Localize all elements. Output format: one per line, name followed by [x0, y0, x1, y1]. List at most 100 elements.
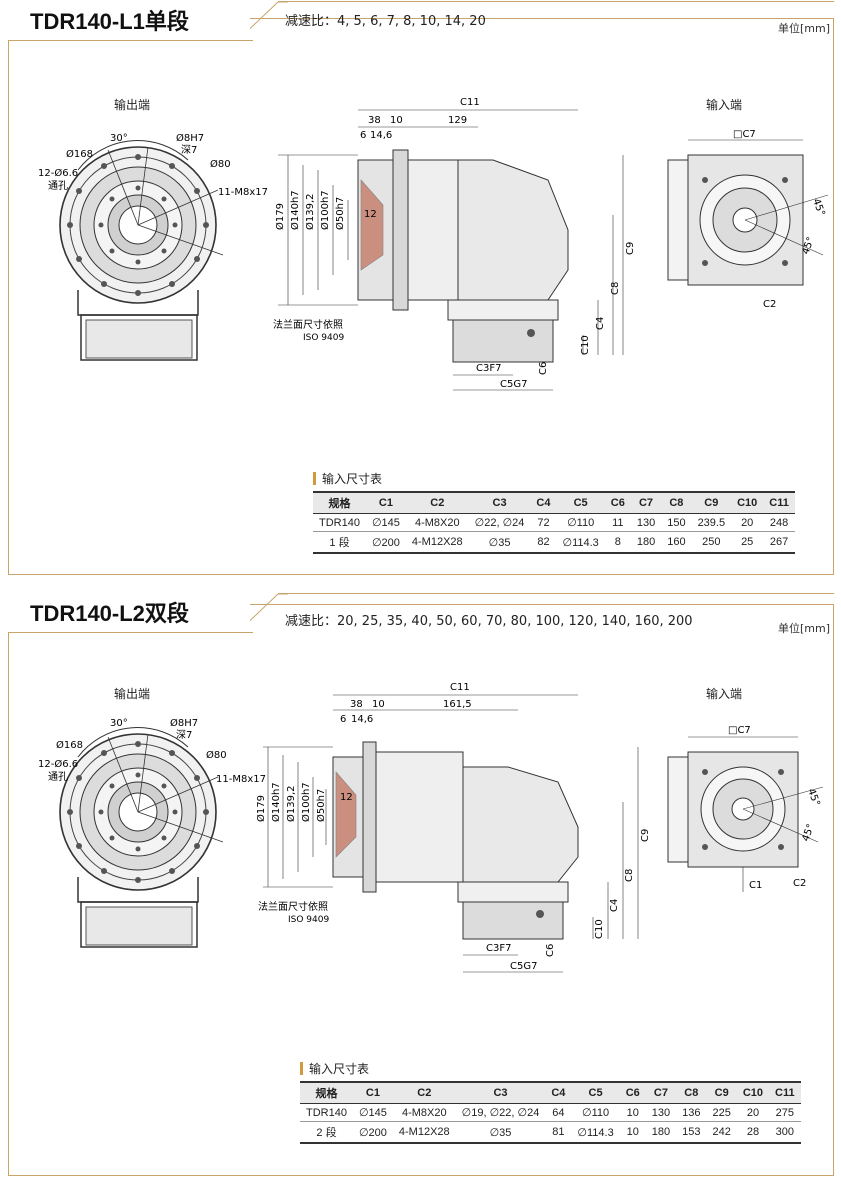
table-header-cell: C11: [769, 1081, 801, 1104]
table-header-cell: C10: [736, 1081, 770, 1104]
dim-d100: Ø100h7: [319, 190, 331, 230]
dim-depth: 深7: [181, 144, 197, 156]
dim-6: 6: [360, 130, 366, 141]
input-end-view: □C7 45° 45° C2: [667, 129, 829, 310]
table-header-cell: C1: [352, 1081, 393, 1104]
table-cell: 11: [604, 513, 631, 532]
iso-note: ISO 9409: [303, 333, 344, 343]
dim-146: 14,6: [370, 130, 392, 141]
caption-bar: [313, 472, 316, 485]
table-cell: ∅110: [571, 1103, 620, 1122]
table-cell: 267: [763, 531, 795, 554]
dim-c7: □C7: [733, 129, 756, 140]
title-tab-line: [8, 0, 253, 41]
table-cell: 82: [530, 531, 557, 554]
dim-d140: Ø140h7: [289, 190, 301, 230]
table-header-cell: C9: [691, 491, 732, 514]
dim-c2: C2: [793, 878, 806, 889]
side-section-view: C11 38 10 161,5 6 14,6 Ø179 Ø140h7 Ø139,…: [255, 682, 651, 973]
dim-tap: 11-M8x17: [216, 774, 266, 785]
table-cell: 130: [630, 513, 662, 532]
table-cell: TDR140: [313, 513, 366, 532]
dim-146: 14,6: [351, 714, 373, 725]
table-header-cell: C6: [604, 491, 631, 514]
input-end-label: 输入端: [706, 687, 743, 701]
dim-10: 10: [372, 699, 385, 710]
table-cell: TDR140: [300, 1103, 353, 1122]
dim-38: 38: [350, 699, 363, 710]
dim-c10: C10: [594, 919, 605, 939]
table-header-cell: C8: [661, 491, 692, 514]
table-cell: 72: [530, 513, 557, 532]
flange-note: 法兰面尺寸依照: [273, 318, 343, 331]
table-header-cell: C2: [392, 1081, 456, 1104]
dim-d179: Ø179: [255, 795, 267, 822]
dim-45a: 45°: [810, 197, 826, 217]
table-cell: ∅200: [352, 1121, 393, 1144]
input-end-label: 输入端: [706, 98, 743, 112]
unit-label: 单位[mm]: [778, 22, 831, 35]
dim-1615: 161,5: [443, 699, 472, 710]
dim-c5: C5G7: [500, 379, 527, 390]
table-cell: 153: [676, 1121, 707, 1144]
table-cell: 150: [661, 513, 692, 532]
dim-through: 通孔: [48, 771, 68, 783]
table-cell: 248: [763, 513, 795, 532]
dim-d1392: Ø139,2: [304, 194, 316, 231]
table-cell: 180: [645, 1121, 677, 1144]
dim-12: 12: [340, 792, 353, 803]
dim-d179: Ø179: [274, 203, 286, 230]
section-title: TDR140-L1单段: [8, 0, 250, 40]
dim-45b: 45°: [800, 823, 816, 843]
table-cell: ∅114.3: [571, 1121, 620, 1144]
table-caption: 输入尺寸表: [322, 472, 383, 486]
table-header-cell: C6: [619, 1081, 646, 1104]
dim-c6: C6: [545, 944, 556, 957]
dim-c11: C11: [450, 682, 470, 693]
table-cell: 25: [731, 531, 764, 554]
side-section-view: C11 38 10 129 6 14,6 Ø179 Ø140h7 Ø139,2 …: [273, 97, 636, 391]
table-cell: 10: [619, 1103, 646, 1122]
table-cell: 2 段: [300, 1121, 353, 1144]
section-l2: TDR140-L2双段 减速比：20, 25, 35, 40, 50, 60, …: [8, 592, 834, 1177]
table-cell: 1 段: [313, 531, 366, 554]
dim-c8: C8: [610, 282, 621, 295]
table-cell: 160: [661, 531, 692, 554]
caption-bar: [300, 1062, 303, 1075]
dim-c9: C9: [625, 242, 636, 255]
table-header-cell: C1: [365, 491, 406, 514]
dim-d80: Ø80: [210, 158, 231, 170]
output-front-view: Ø168 12-Ø6.6 通孔 30° Ø8H7 深7 Ø80 11-M8x17: [38, 132, 268, 361]
output-end-label: 输出端: [114, 687, 151, 701]
dim-c3: C3F7: [476, 363, 501, 374]
dim-pin: Ø8H7: [170, 717, 198, 729]
table-cell: ∅200: [365, 531, 406, 554]
table-cell: ∅145: [352, 1103, 393, 1122]
dim-through: 通孔: [48, 180, 68, 192]
table-cell: 4-M8X20: [405, 513, 469, 532]
dim-38: 38: [368, 115, 381, 126]
table-header-cell: C10: [731, 491, 764, 514]
table-cell: 4-M12X28: [392, 1121, 456, 1144]
unit-label: 单位[mm]: [778, 622, 831, 635]
table-cell: 81: [545, 1121, 572, 1144]
table-header-cell: C2: [405, 491, 469, 514]
table-cell: 275: [769, 1103, 801, 1122]
dim-c8: C8: [624, 869, 635, 882]
table-header-cell: 规格: [300, 1081, 353, 1104]
table-header-cell: C9: [706, 1081, 737, 1104]
dim-c2: C2: [763, 299, 776, 310]
dim-c10: C10: [580, 335, 591, 355]
table-cell: 20: [731, 513, 764, 532]
flange-note: 法兰面尺寸依照: [258, 900, 328, 913]
table-cell: ∅35: [455, 1121, 546, 1144]
table-cell: 4-M8X20: [392, 1103, 456, 1122]
table-cell: 10: [619, 1121, 646, 1144]
table-cell: 64: [545, 1103, 572, 1122]
